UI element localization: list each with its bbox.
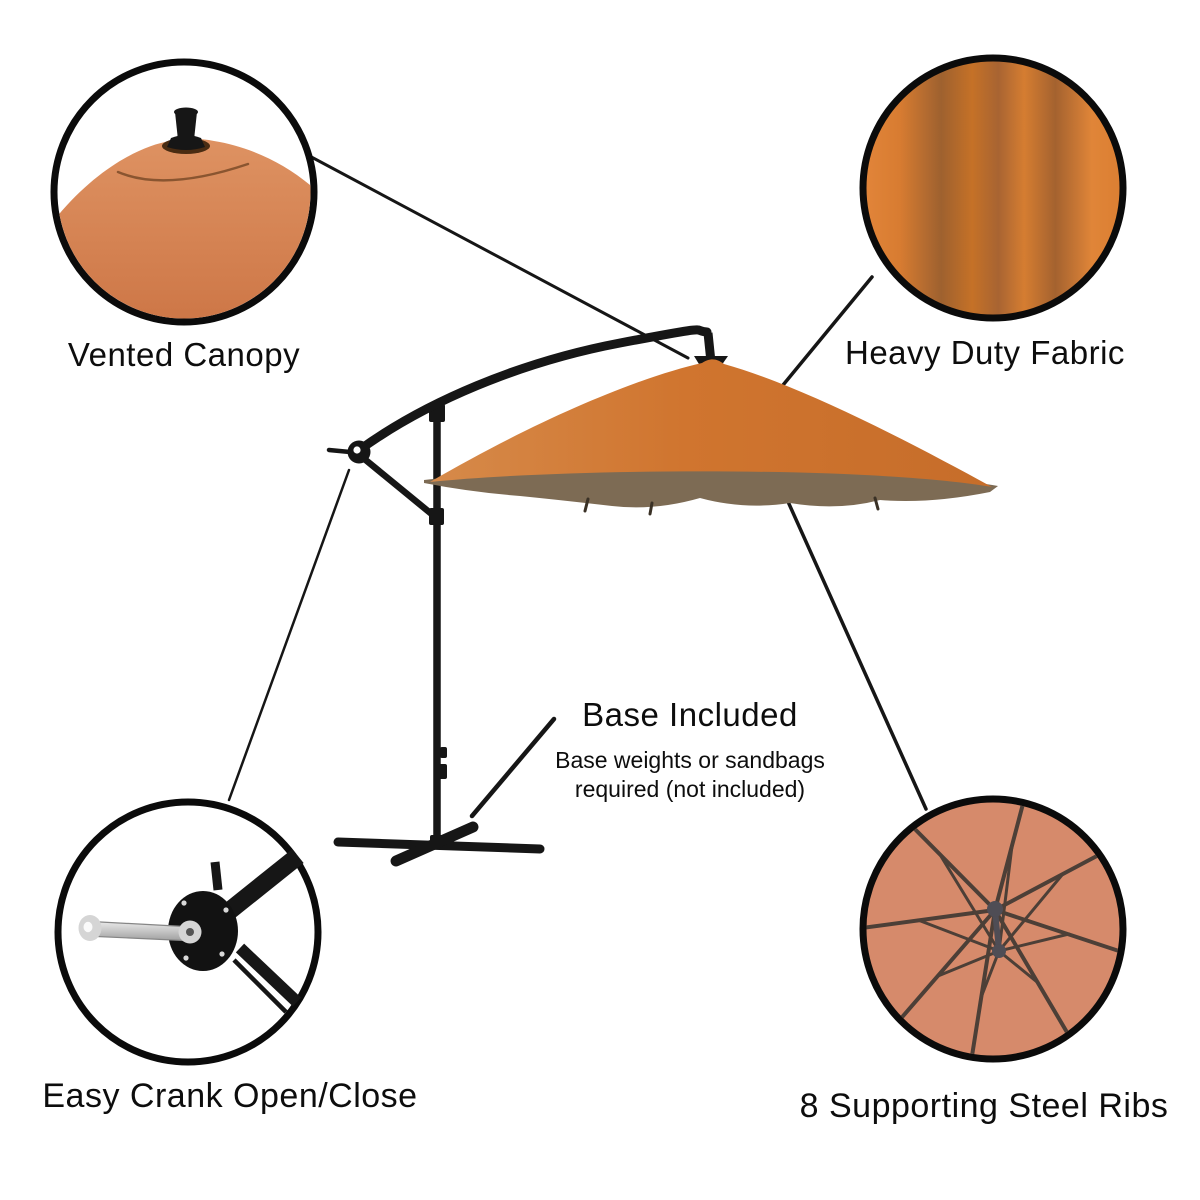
crank-art [78,848,304,1014]
cantilever-arm [353,325,712,456]
ball-joint-highlight [353,446,361,454]
leader-line-steel-ribs [770,464,928,811]
umbrella-base [333,821,545,867]
crank-pole-lower-rod [232,958,288,1014]
base-note-line2: required (not included) [574,776,806,802]
fabric-swatch-circle [859,54,1127,322]
steel-ribs-label: 8 Supporting Steel Ribs [799,1087,1169,1125]
mast-crank-housing-large [438,764,447,779]
leader-line-base-included [469,716,557,819]
mast-crank-housing-small [440,747,447,758]
base-included-note: Base weights or sandbags required (not i… [527,746,853,804]
base-mast-foot [430,835,445,846]
crank-handle-stub [326,447,353,455]
ribs-art [866,802,1120,1056]
rib-5 [993,908,1070,1036]
easy-crank-label: Easy Crank Open/Close [42,1077,418,1115]
easy-crank-callout [54,798,322,1066]
housing-screw-4 [219,951,225,957]
canopy-dome [57,138,311,319]
vented-canopy-art [57,107,311,319]
finial-body [175,112,197,140]
rib-7 [993,847,1112,912]
strut-5 [997,949,1039,984]
rib-struts [916,844,1071,997]
finial-flare [167,135,205,150]
strut-6 [997,932,1071,953]
leader-lines [227,150,928,819]
strut-3 [936,949,1001,978]
arm-support-strut [359,454,437,519]
heavy-duty-fabric-label: Heavy Duty Fabric [845,334,1125,371]
strut-7 [997,873,1064,953]
crank-pole-lower [235,943,302,1007]
housing-screw-2 [223,907,229,913]
rib-tip-3 [873,496,880,511]
leader-line-vented-canopy [300,150,690,360]
steel-ribs-callout [859,795,1127,1063]
finial-cap [174,107,198,117]
crank-knob-hole [83,921,93,933]
rib-tip-1 [583,497,590,513]
rib-4 [970,908,997,1056]
rib-3 [895,908,997,1025]
ribs-runner [992,944,1006,958]
leader-line-easy-crank [227,468,351,802]
housing-screw-3 [183,955,189,961]
strut-1 [937,851,1001,953]
umbrella-product [326,325,998,867]
canopy-underside [424,468,998,508]
rib-tip-2 [648,501,654,516]
vented-canopy-label: Vented Canopy [67,336,301,373]
canopy-rib-tips [583,496,880,516]
crank-hub-dot [186,928,194,936]
ribs-circle-outline [859,795,1127,1063]
strut-8 [997,844,1014,953]
rib-2 [866,908,997,930]
strut-mast-collar [429,508,444,525]
steel-ribs [866,802,1120,1056]
crank-pole-upper [222,848,304,920]
canopy-top [430,359,992,487]
strut-4 [980,949,1001,997]
strut-2 [916,918,1001,953]
base-note-line1: Base weights or sandbags [555,747,825,773]
base-included-title: Base Included [582,696,798,733]
vented-canopy-callout [50,58,318,326]
ribs-hub [987,901,1003,917]
leader-line-heavy-duty-fabric [772,275,874,398]
crank-pole-stub [210,861,223,891]
housing-screw-1 [181,900,187,906]
crank-housing [168,891,238,971]
rib-6 [993,908,1120,954]
vent-flap-seam [116,162,250,182]
heavy-duty-fabric-callout [859,54,1127,322]
